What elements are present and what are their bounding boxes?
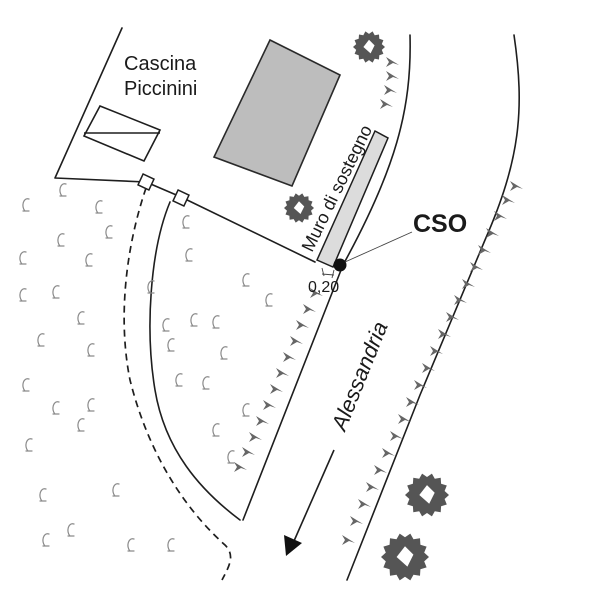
grass-icon (52, 285, 60, 299)
grass-icon (39, 488, 47, 502)
embankment-tick-icon (430, 346, 443, 356)
distance-label: 0,20 (308, 279, 339, 296)
embankment-tick-icon (263, 400, 276, 410)
embankment-tick-icon (470, 262, 483, 272)
tree-icon (284, 193, 314, 223)
grass-icon (147, 280, 155, 294)
embankment-tick-icon (276, 368, 289, 378)
grass-icon (227, 450, 235, 464)
grass-icon (42, 533, 50, 547)
grass-icon (67, 523, 75, 537)
footpath-dashed (123, 187, 232, 581)
grass-icon (77, 418, 85, 432)
cso-point-icon (333, 258, 347, 272)
grass-icon (105, 225, 113, 239)
embankment-tick-icon (310, 288, 323, 298)
grass-icon (95, 200, 103, 214)
grass-icon (87, 343, 95, 357)
embankment-tick-icon (374, 465, 387, 475)
embankment-tick-icon (382, 448, 395, 458)
embankment-tick-icon (494, 211, 507, 221)
embankment-tick-icon (234, 462, 247, 472)
grass-icon (57, 233, 65, 247)
embankment-tick-icon (386, 71, 399, 81)
embankment-tick-icon (454, 295, 467, 305)
grass-icon (265, 293, 273, 307)
embankment-tick-icon (358, 499, 371, 509)
embankment-tick-icon (502, 195, 515, 205)
embankment-tick-icon (510, 181, 523, 191)
embankment-tick-icon (446, 312, 459, 322)
farm-name-line2: Piccinini (124, 78, 197, 100)
grass-icon (37, 333, 45, 347)
grass-icon (22, 198, 30, 212)
retaining-wall (316, 129, 389, 268)
grass-icon (25, 438, 33, 452)
grass-icon (127, 538, 135, 552)
grass-icon (85, 253, 93, 267)
embankment-tick-icon (256, 416, 269, 426)
road-name-label: Alessandria (326, 318, 393, 436)
grass-icon (59, 183, 67, 197)
fence-post-2 (172, 189, 190, 207)
embankment-tick-icon (486, 228, 499, 238)
embankment-tick-icon (283, 352, 296, 362)
embankment-tick-icon (342, 535, 355, 545)
tree-icon (353, 31, 385, 63)
embankment-tick-icon (422, 363, 435, 373)
fence-post-1 (137, 173, 155, 191)
cso-label: CSO (413, 210, 467, 238)
outbuilding (82, 104, 162, 163)
grass-icon (242, 273, 250, 287)
flow-direction-arrow-icon (284, 449, 335, 556)
field-boundary (149, 201, 241, 521)
road-right-edge (346, 34, 520, 581)
embankment-tick-icon (249, 432, 262, 442)
grass-icon (167, 338, 175, 352)
embankment-tick-icon (366, 482, 379, 492)
tree-icon (381, 533, 429, 581)
grass-icon (162, 318, 170, 332)
embankment-tick-icon (390, 431, 403, 441)
grass-icon (212, 315, 220, 329)
grass-icon (182, 215, 190, 229)
embankment-tick-icon (438, 329, 451, 339)
embankment-tick-icon (406, 397, 419, 407)
embankment-tick-icon (478, 245, 491, 255)
grass-icon (77, 311, 85, 325)
embankment-tick-icon (350, 516, 363, 526)
embankment-tick-icon (384, 85, 397, 95)
grass-icon (242, 403, 250, 417)
tree-icon (405, 473, 449, 517)
embankment-tick-icon (398, 414, 411, 424)
grass-icon (167, 538, 175, 552)
grass-icon (19, 288, 27, 302)
embankment-tick-icon (303, 304, 316, 314)
grass-icon (19, 251, 27, 265)
grass-icon (87, 398, 95, 412)
grass-icon (202, 376, 210, 390)
embankment-tick-icon (290, 336, 303, 346)
embankment-tick-icon (414, 380, 427, 390)
embankment-tick-icon (380, 99, 393, 109)
cso-leader-line (344, 231, 413, 263)
grass-icon (185, 248, 193, 262)
grass-icon (212, 423, 220, 437)
embankment-tick-icon (296, 320, 309, 330)
farm-name-line1: Cascina (124, 53, 197, 75)
grass-icon (190, 313, 198, 327)
grass-icon (112, 483, 120, 497)
road-left-edge (242, 34, 411, 521)
embankment-tick-icon (462, 279, 475, 289)
distance-marker (321, 267, 335, 279)
grass-icon (220, 346, 228, 360)
grass-icon (52, 401, 60, 415)
grass-icon (22, 378, 30, 392)
embankment-tick-icon (386, 57, 399, 67)
embankment-tick-icon (242, 447, 255, 457)
farm-building (212, 38, 342, 188)
grass-icon (175, 373, 183, 387)
embankment-tick-icon (270, 384, 283, 394)
